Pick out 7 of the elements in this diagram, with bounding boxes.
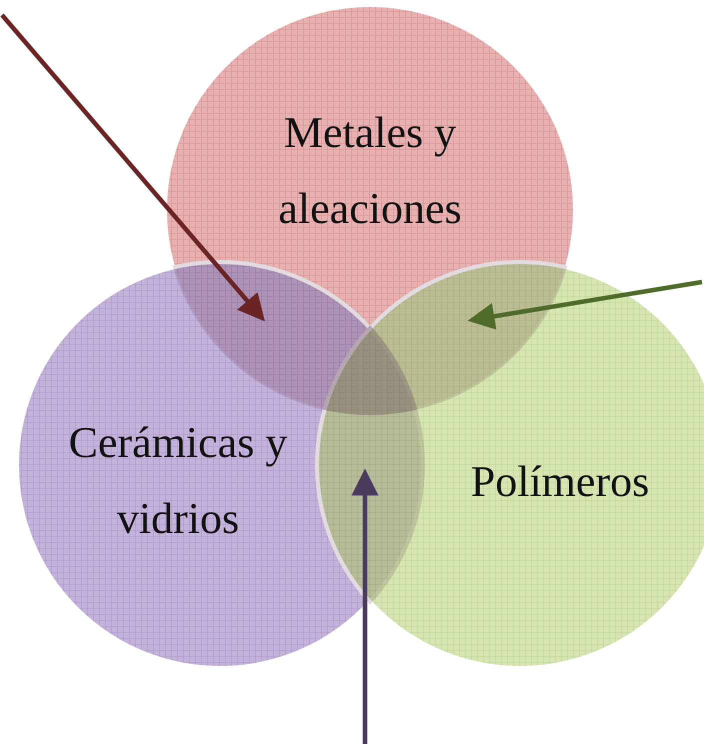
circle-label: Polímeros [470,456,650,508]
circle-label: Cerámicas y vidrios [68,417,288,545]
arrow [0,14,265,322]
arrow [352,468,378,744]
circle-label: Metales y aleaciones [277,107,463,235]
overlap-region [315,325,425,605]
arrow [468,280,702,330]
